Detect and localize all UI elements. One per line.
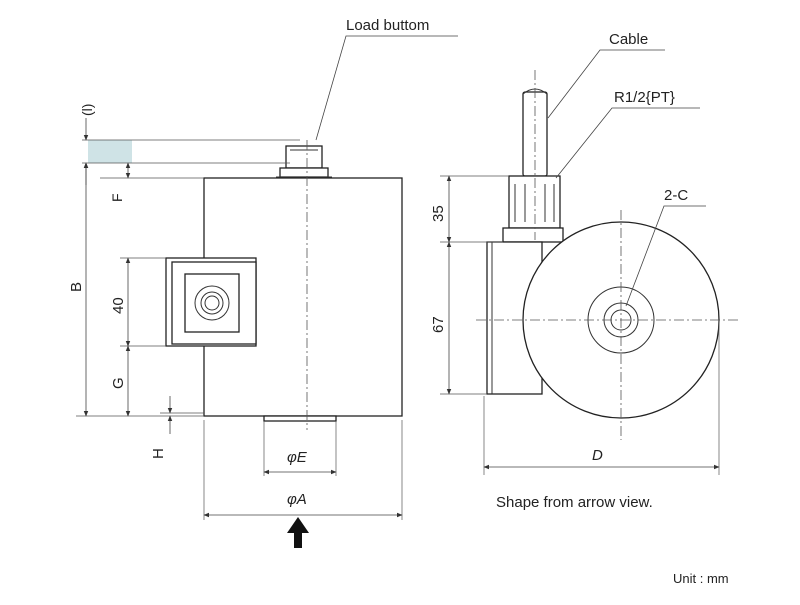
cable-fitting bbox=[502, 175, 564, 243]
unit-label: Unit : mm bbox=[673, 571, 729, 586]
dim-phi-e-label: φE bbox=[287, 449, 308, 466]
dim-g-label: G bbox=[110, 377, 127, 389]
dim-b-label: B bbox=[68, 282, 85, 292]
dim-f-label: F bbox=[109, 193, 125, 202]
front-view: Load buttom (l) B F 40 G H φE φA bbox=[68, 17, 458, 548]
dim-67-label: 67 bbox=[430, 316, 447, 333]
bottom-recess bbox=[263, 415, 337, 422]
hole-label: 2-C bbox=[664, 187, 688, 204]
dim-40-label: 40 bbox=[110, 297, 127, 314]
dim-l-label: (l) bbox=[79, 104, 95, 116]
connector-box bbox=[165, 257, 257, 347]
dim-phi-a-label: φA bbox=[287, 491, 307, 508]
load-button-shape bbox=[276, 145, 332, 178]
shape-note: Shape from arrow view. bbox=[496, 494, 653, 511]
cable-label: Cable bbox=[609, 31, 648, 48]
thread-label: R1/2{PT} bbox=[614, 89, 675, 106]
load-button-label: Load buttom bbox=[346, 17, 429, 34]
dim-35-label: 35 bbox=[430, 205, 447, 222]
dim-h-label: H bbox=[150, 448, 167, 459]
dim-d-label: D bbox=[592, 447, 603, 464]
arrow-view: Cable R1/2{PT} 2-C 35 67 D Shape from ar… bbox=[430, 31, 740, 511]
l-shading bbox=[88, 140, 132, 163]
view-arrow-icon bbox=[287, 517, 309, 548]
